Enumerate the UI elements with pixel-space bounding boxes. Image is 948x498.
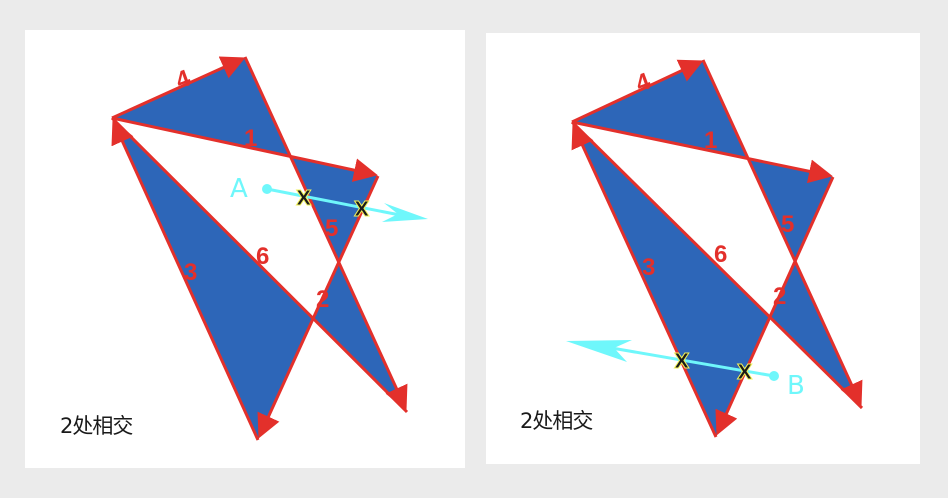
right-intersection-marker-2: X bbox=[737, 360, 753, 384]
left-intersection-marker-2: X bbox=[354, 197, 370, 221]
right-edge-2 bbox=[701, 59, 863, 407]
ray-origin-label-a: A bbox=[230, 174, 248, 204]
right-edge-4 bbox=[571, 59, 704, 124]
left-edge-label-2: 2 bbox=[316, 286, 329, 313]
right-edge-label-1: 1 bbox=[704, 127, 717, 154]
right-ray-b: B bbox=[566, 340, 805, 401]
left-edge-label-1: 1 bbox=[244, 125, 257, 152]
left-edge-label-3: 3 bbox=[184, 259, 197, 286]
left-edge-4 bbox=[111, 56, 246, 120]
right-caption: 2处相交 bbox=[520, 409, 593, 433]
left-intersection-marker-1: X bbox=[296, 186, 312, 210]
left-edge-2 bbox=[243, 56, 408, 411]
ray-origin-label-b: B bbox=[787, 371, 805, 401]
right-intersection-marker-1: X bbox=[674, 349, 690, 373]
ray-origin-dot bbox=[262, 184, 272, 194]
right-edge-label-5: 5 bbox=[781, 211, 794, 238]
right-edge-1 bbox=[571, 120, 833, 184]
right-edge-label-6: 6 bbox=[714, 241, 727, 268]
right-edge-label-2: 2 bbox=[773, 283, 786, 310]
right-edge-5 bbox=[715, 176, 835, 436]
left-edge-label-5: 5 bbox=[325, 215, 338, 242]
left-edge-3 bbox=[111, 119, 260, 441]
left-filled-region bbox=[112, 57, 407, 440]
ray-origin-dot bbox=[769, 371, 779, 381]
left-caption: 2处相交 bbox=[60, 414, 133, 438]
left-edge-label-6: 6 bbox=[256, 243, 269, 270]
left-edge-1 bbox=[111, 116, 378, 182]
left-edge-6 bbox=[110, 116, 409, 414]
right-polygon-figure: 4 1 5 6 3 2 bbox=[570, 59, 864, 438]
right-edge-6 bbox=[570, 120, 864, 410]
left-ray-a: A bbox=[230, 174, 428, 222]
left-polygon-figure: 4 1 5 6 3 2 bbox=[110, 56, 409, 441]
right-edge-3 bbox=[571, 123, 718, 438]
left-edge-5 bbox=[257, 175, 380, 439]
right-edge-label-3: 3 bbox=[642, 254, 655, 281]
